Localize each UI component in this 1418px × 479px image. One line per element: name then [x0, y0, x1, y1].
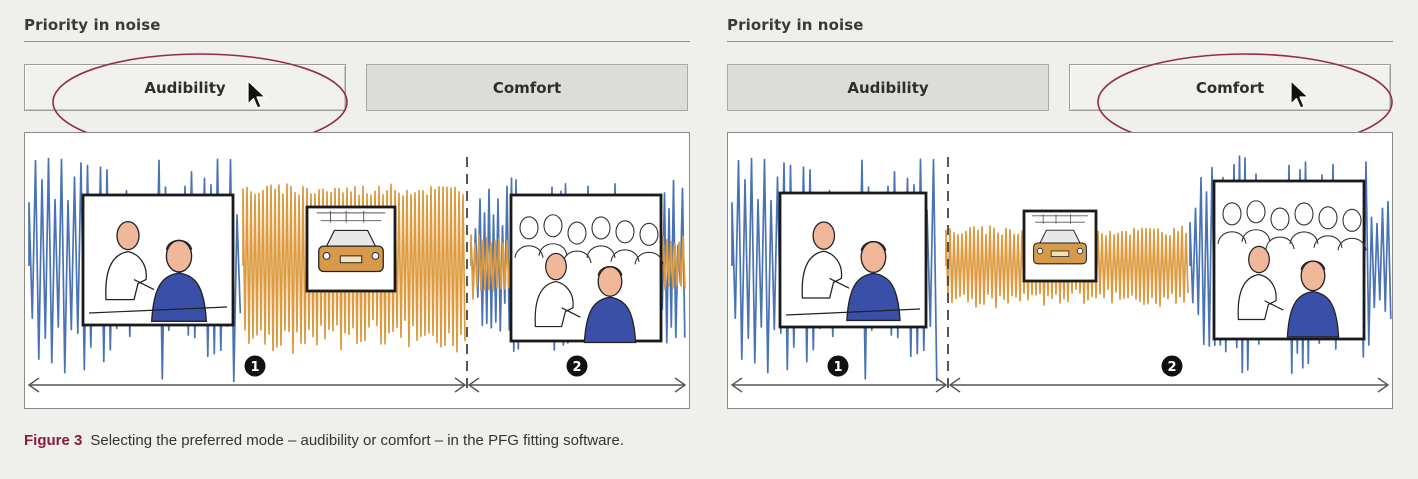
crowd-figure [639, 222, 659, 246]
figure-label: Figure 3 [24, 432, 83, 449]
crowd-figure [567, 221, 587, 245]
svg-text:2: 2 [572, 360, 581, 375]
speaker-figure [583, 266, 637, 344]
car-traffic-scene-icon [305, 205, 397, 293]
crowd-conversation-scene-icon [1212, 179, 1367, 341]
crowd-figure [1294, 202, 1314, 226]
panel-title: Priority in noise [24, 16, 161, 34]
segment-range-arrows [730, 377, 1390, 393]
crowd-figure [591, 216, 611, 240]
speaker-figure [846, 241, 901, 322]
svg-text:1: 1 [250, 360, 259, 375]
listener-figure [105, 220, 155, 301]
mouse-pointer-icon [1290, 80, 1309, 109]
svg-text:2: 2 [1167, 360, 1176, 375]
comfort-button[interactable]: Comfort [1069, 64, 1391, 111]
crowd-figure [1342, 208, 1362, 232]
title-divider [24, 41, 690, 42]
segment-marker-1: 1 [827, 355, 849, 377]
audibility-button[interactable]: Audibility [24, 64, 346, 111]
crowd-conversation-scene-icon [509, 193, 664, 344]
title-divider [727, 41, 1393, 42]
listener-figure [1237, 245, 1284, 321]
listener-figure [534, 252, 581, 328]
crowd-figure [543, 214, 563, 238]
svg-text:1: 1 [833, 360, 842, 375]
noise-waveform [242, 183, 466, 354]
conversation-scene-icon [81, 193, 235, 327]
crowd-figure [1246, 200, 1266, 224]
car-traffic-scene-icon [1022, 209, 1098, 283]
segment-range-arrows [27, 377, 687, 393]
segment-marker-1: 1 [244, 355, 266, 377]
segment-marker-2: 2 [1161, 355, 1183, 377]
figure-caption: Figure 3 Selecting the preferred mode – a… [24, 432, 624, 449]
comfort-button[interactable]: Comfort [366, 64, 688, 111]
crowd-figure [615, 220, 635, 244]
crowd-figure [1270, 207, 1290, 231]
caption-text: Selecting the preferred mode – audibilit… [90, 432, 624, 449]
audibility-button[interactable]: Audibility [727, 64, 1049, 111]
crowd-figure [519, 216, 539, 240]
conversation-scene-icon [778, 191, 928, 329]
panel-title: Priority in noise [727, 16, 864, 34]
crowd-figure [1318, 206, 1338, 230]
segment-marker-2: 2 [566, 355, 588, 377]
mouse-pointer-icon [247, 80, 266, 109]
listener-figure [801, 221, 850, 299]
crowd-figure [1222, 202, 1242, 226]
speaker-figure [1286, 260, 1340, 338]
